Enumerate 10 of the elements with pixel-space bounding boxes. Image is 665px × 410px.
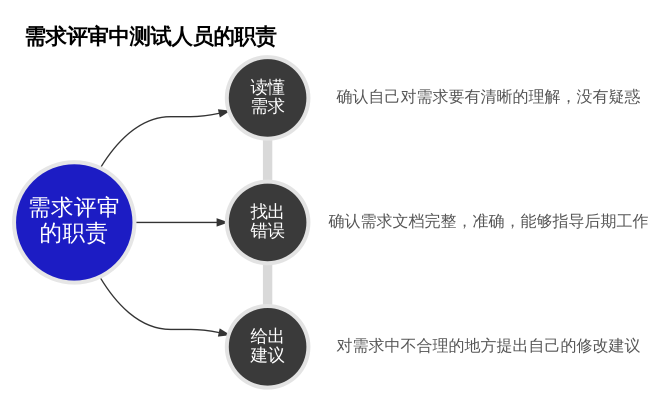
node-circle: 需求评审的职责 xyxy=(12,160,136,285)
connector xyxy=(262,139,272,182)
diagram-title: 需求评审中测试人员的职责 xyxy=(24,24,277,50)
node-label: 对需求中不合理的地方提出自己的修改建议 xyxy=(336,336,640,355)
node-circle: 给出建议 xyxy=(224,304,310,390)
node-label: 确认自己对需求要有清晰的理解，没有疑惑 xyxy=(336,87,640,106)
node-circle: 找出错误 xyxy=(224,180,310,266)
connector xyxy=(262,264,272,306)
node-circle: 读懂需求 xyxy=(224,55,310,141)
node-label: 确认需求文档完整，准确，能够指导后期工作 xyxy=(328,212,648,231)
